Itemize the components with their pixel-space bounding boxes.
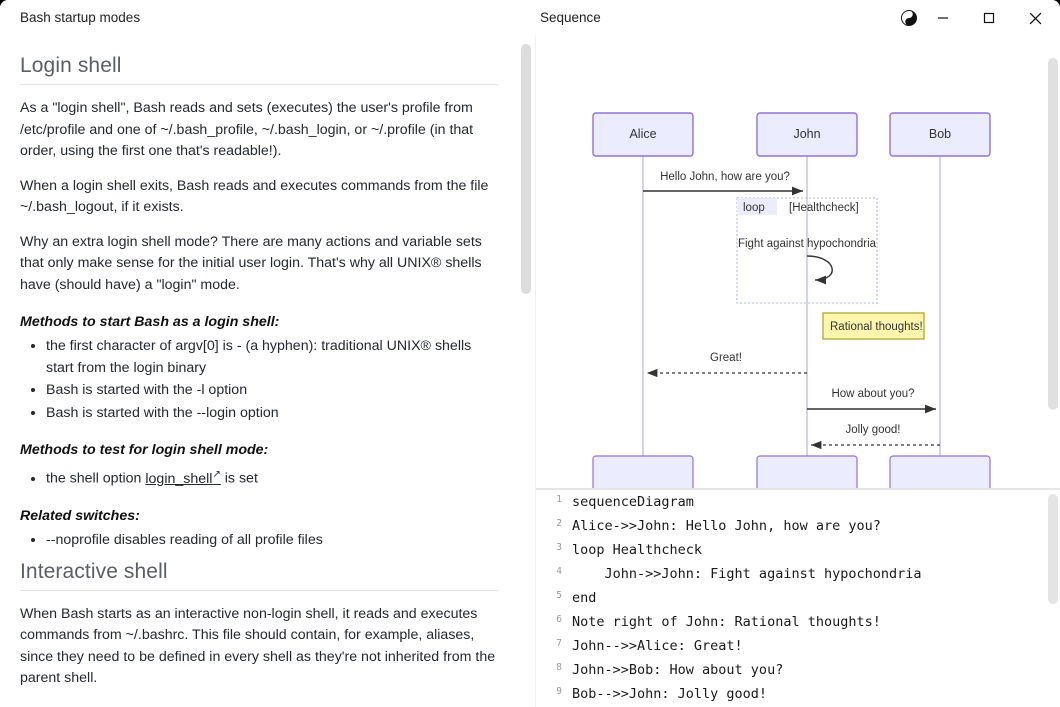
line-number: 9 bbox=[556, 686, 562, 697]
document-title: Sequence bbox=[540, 10, 601, 25]
list-item-suffix: is set bbox=[220, 470, 258, 487]
list-item: Bash is started with the --login option bbox=[46, 403, 498, 425]
actor-label-john-top: John bbox=[793, 127, 820, 141]
code-line[interactable]: 9 Bob-->>John: Jolly good! bbox=[536, 682, 1060, 706]
diagram-viewport[interactable]: loop [Healthcheck] Alice John Bob Hello … bbox=[536, 36, 1060, 488]
actor-box-alice-bottom[interactable] bbox=[592, 455, 694, 488]
code-line[interactable]: 5 end bbox=[536, 586, 1060, 610]
code-line[interactable]: 2 Alice->>John: Hello John, how are you? bbox=[536, 514, 1060, 538]
list-item-prefix: the shell option bbox=[46, 470, 146, 487]
message-label-1: Hello John, how are you? bbox=[660, 171, 790, 183]
line-number: 4 bbox=[556, 566, 562, 577]
link-login-shell[interactable]: login_shell bbox=[145, 471, 220, 487]
code-line[interactable]: 6 Note right of John: Rational thoughts! bbox=[536, 610, 1060, 634]
list-item: Bash is started with the -l option bbox=[46, 380, 498, 402]
diagram-scrollbar-thumb[interactable] bbox=[1048, 58, 1058, 410]
line-text: Bob-->>John: Jolly good! bbox=[572, 686, 768, 702]
sequence-panel: loop [Healthcheck] Alice John Bob Hello … bbox=[535, 36, 1060, 707]
line-text: John->>Bob: How about you? bbox=[572, 662, 784, 678]
code-line[interactable]: 1 sequenceDiagram bbox=[536, 490, 1060, 514]
code-line[interactable]: 7 John-->>Alice: Great! bbox=[536, 634, 1060, 658]
list-related-switches: --noprofile disables reading of all prof… bbox=[20, 530, 498, 552]
close-icon bbox=[1029, 12, 1041, 24]
list-item: the shell option login_shell is set bbox=[46, 464, 498, 490]
loop-block bbox=[736, 197, 878, 304]
section-heading-interactive-shell: Interactive shell bbox=[20, 560, 498, 591]
list-start-login-shell: the first character of argv[0] is - (a h… bbox=[20, 336, 498, 424]
actor-box-alice-top[interactable] bbox=[592, 112, 694, 157]
yin-yang-glyph bbox=[901, 10, 917, 26]
actor-box-bob-bottom[interactable] bbox=[889, 455, 991, 488]
title-bar: Bash startup modes Sequence bbox=[0, 0, 1060, 36]
loop-tag-bg bbox=[737, 198, 777, 215]
paragraph: When Bash starts as an interactive non-l… bbox=[20, 605, 496, 687]
document-scrollbar[interactable] bbox=[521, 36, 531, 707]
paragraph: Why an extra login shell mode? There are… bbox=[20, 233, 482, 293]
message-label-3: Great! bbox=[710, 352, 742, 364]
message-label-2: Fight against hypochondria bbox=[738, 238, 877, 250]
list-item: --noprofile disables reading of all prof… bbox=[46, 530, 498, 552]
tab-bash-startup-modes[interactable]: Bash startup modes bbox=[20, 10, 141, 25]
message-arrow-2-self bbox=[806, 255, 833, 285]
editor-scrollbar-thumb[interactable] bbox=[1048, 494, 1058, 604]
list-item: the first character of argv[0] is - (a h… bbox=[46, 336, 498, 379]
line-number: 3 bbox=[556, 542, 562, 553]
actor-box-john-bottom[interactable] bbox=[756, 455, 858, 488]
sequence-diagram: loop [Healthcheck] Alice John Bob Hello … bbox=[592, 112, 991, 488]
minimize-button[interactable] bbox=[920, 0, 966, 36]
line-text: Note right of John: Rational thoughts! bbox=[572, 614, 881, 630]
line-text: sequenceDiagram bbox=[572, 494, 694, 510]
line-number: 8 bbox=[556, 662, 562, 673]
panel-splitter[interactable] bbox=[536, 488, 1060, 490]
maximize-icon bbox=[983, 12, 995, 24]
list-test-login-shell: the shell option login_shell is set bbox=[20, 464, 498, 490]
paragraph: As a "login shell", Bash reads and sets … bbox=[20, 100, 474, 159]
code-line[interactable]: 4 John->>John: Fight against hypochondri… bbox=[536, 562, 1060, 586]
loop-condition-label: [Healthcheck] bbox=[789, 202, 859, 214]
paragraph: When a login shell exits, Bash reads and… bbox=[20, 177, 489, 216]
code-line[interactable]: 3 loop Healthcheck bbox=[536, 538, 1060, 562]
code-editor[interactable]: 1 sequenceDiagram 2 Alice->>John: Hello Jo… bbox=[536, 490, 1060, 707]
line-number: 5 bbox=[556, 590, 562, 601]
line-text: Alice->>John: Hello John, how are you? bbox=[572, 518, 881, 534]
document-panel[interactable]: Login shell As a "login shell", Bash rea… bbox=[0, 36, 535, 707]
message-label-4: How about you? bbox=[831, 388, 914, 400]
message-label-5: Jolly good! bbox=[846, 424, 901, 436]
subsection-title-start-login-shell: Methods to start Bash as a login shell: bbox=[20, 314, 280, 330]
line-text: loop Healthcheck bbox=[572, 542, 703, 558]
document-content: Login shell As a "login shell", Bash rea… bbox=[0, 36, 520, 690]
actor-box-bob-top[interactable] bbox=[889, 112, 991, 157]
line-text: end bbox=[572, 590, 597, 606]
note-label: Rational thoughts! bbox=[830, 321, 923, 333]
editor-scrollbar[interactable] bbox=[1048, 490, 1058, 707]
note-box[interactable] bbox=[822, 312, 925, 340]
maximize-button[interactable] bbox=[966, 0, 1012, 36]
minimize-icon bbox=[938, 17, 948, 19]
actor-label-bob-top: Bob bbox=[929, 127, 951, 141]
line-number: 7 bbox=[556, 638, 562, 649]
loop-tag-label: loop bbox=[743, 202, 765, 214]
actor-label-alice-top: Alice bbox=[629, 127, 656, 141]
code-line[interactable]: 8 John->>Bob: How about you? bbox=[536, 658, 1060, 682]
line-number: 6 bbox=[556, 614, 562, 625]
line-text: John-->>Alice: Great! bbox=[572, 638, 743, 654]
diagram-scrollbar[interactable] bbox=[1048, 36, 1058, 488]
close-button[interactable] bbox=[1012, 0, 1058, 36]
line-text: John->>John: Fight against hypochondria bbox=[572, 566, 922, 582]
line-number: 2 bbox=[556, 518, 562, 529]
actor-box-john-top[interactable] bbox=[756, 112, 858, 157]
document-scrollbar-thumb[interactable] bbox=[521, 44, 531, 294]
yin-yang-icon[interactable] bbox=[886, 0, 932, 36]
line-number: 1 bbox=[556, 494, 562, 505]
subsection-title-test-login-shell: Methods to test for login shell mode: bbox=[20, 442, 269, 458]
section-heading-login-shell: Login shell bbox=[20, 54, 498, 85]
subsection-title-related-switches: Related switches: bbox=[20, 508, 140, 525]
